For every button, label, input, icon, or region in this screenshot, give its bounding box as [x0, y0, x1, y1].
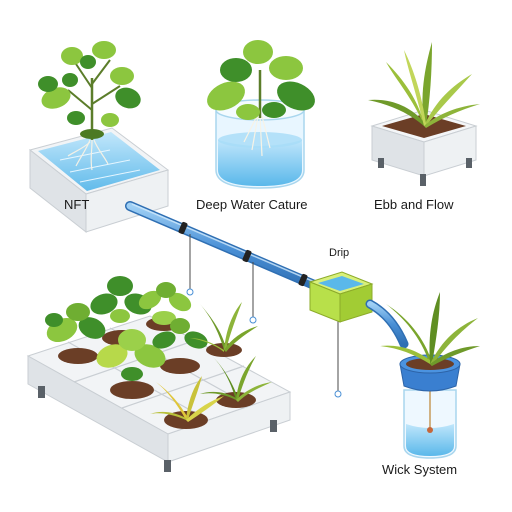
ebb-flow-system	[368, 42, 480, 186]
wick-system-label: Wick System	[382, 462, 458, 477]
drip-box	[308, 271, 374, 323]
nft-label: NFT	[64, 197, 90, 212]
nft-plant	[38, 41, 141, 140]
dwc-plant	[207, 40, 315, 120]
ebb-flow-pot	[370, 109, 478, 186]
nft-channel	[28, 127, 170, 234]
ebb-and-flow-label: Ebb and Flow	[374, 197, 454, 212]
ebb-flow-plant	[368, 42, 480, 128]
dwc-roots	[243, 115, 271, 157]
tray-plants	[45, 276, 272, 422]
wick-reservoir	[403, 380, 457, 459]
deep-water-culture-label: Deep Water Cature	[196, 197, 308, 212]
main-pipe	[125, 201, 331, 295]
wick-plant	[380, 292, 480, 366]
nft-roots	[67, 139, 109, 171]
nft-system	[28, 41, 170, 234]
grow-tray	[26, 276, 292, 472]
drip-label: Drip	[329, 247, 350, 259]
wick-feed-pipe	[365, 299, 409, 349]
pipe-fitting	[178, 221, 308, 287]
wick-system	[380, 292, 480, 459]
dwc-system	[207, 40, 315, 189]
